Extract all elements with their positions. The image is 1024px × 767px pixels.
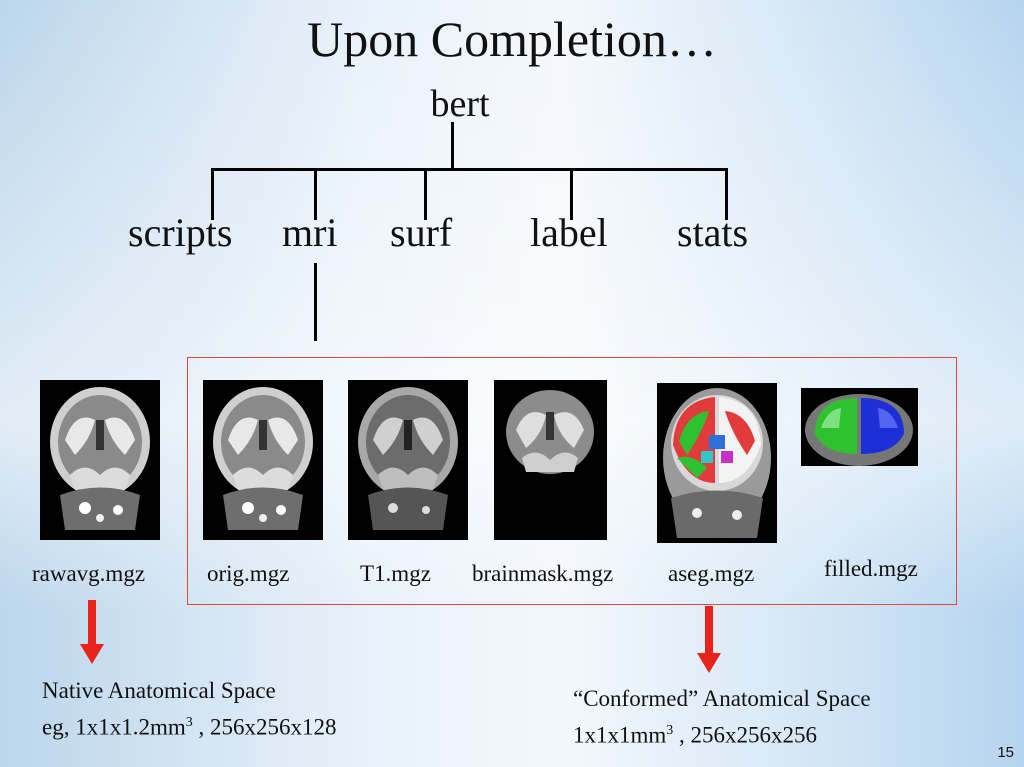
native-space-note: Native Anatomical Space eg, 1x1x1.2mm3 ,… [42,675,337,744]
mri-files-box [187,357,957,605]
orig-brain-image [203,380,323,540]
file-label-orig: orig.mgz [207,561,290,586]
dir-mri: mri [282,210,338,255]
tree-drop-stats [725,168,728,220]
native-arrow-head [80,644,104,664]
dir-label: label [530,210,608,255]
conformed-space-resolution: 1x1x1mm3 , 256x256x256 [573,715,871,752]
conformed-resolution-prefix: 1x1x1mm [573,722,667,748]
tree-drop-surf [424,168,427,220]
conformed-space-title: “Conformed” Anatomical Space [573,686,871,711]
mri-connector-line [314,263,317,341]
native-resolution-suffix: , 256x256x128 [192,714,337,740]
filled-brain-image [801,388,918,466]
native-space-title: Native Anatomical Space [42,678,276,703]
tree-drop-label [570,168,573,220]
t1-brain-image [348,380,468,540]
rawavg-brain-image [40,380,160,540]
conformed-arrow-shaft [705,606,713,654]
file-label-aseg: aseg.mgz [668,561,755,586]
conformed-resolution-suffix: , 256x256x256 [673,722,818,748]
native-resolution-prefix: eg, 1x1x1.2mm [42,714,186,740]
aseg-brain-image [657,383,777,543]
conformed-resolution-exp: 3 [666,723,674,738]
tree-trunk-line [451,122,454,170]
file-label-t1: T1.mgz [360,561,431,586]
dir-stats: stats [677,210,749,255]
native-space-resolution: eg, 1x1x1.2mm3 , 256x256x128 [42,707,337,744]
dir-scripts: scripts [128,210,233,255]
tree-branch-line [211,168,728,171]
file-label-filled: filled.mgz [824,556,918,581]
dir-surf: surf [390,210,453,255]
brainmask-brain-image [494,380,607,540]
page-number: 15 [997,744,1014,761]
tree-drop-mri [314,168,317,220]
file-label-brainmask: brainmask.mgz [472,561,614,586]
native-resolution-exp: 3 [185,715,193,730]
tree-drop-scripts [211,168,214,220]
file-label-rawavg: rawavg.mgz [32,561,146,586]
conformed-arrow-head [697,653,721,673]
tree-root-bert: bert [430,83,490,125]
native-arrow-shaft [88,600,96,645]
conformed-space-note: “Conformed” Anatomical Space 1x1x1mm3 , … [573,683,871,752]
slide-title: Upon Completion… [307,11,717,67]
